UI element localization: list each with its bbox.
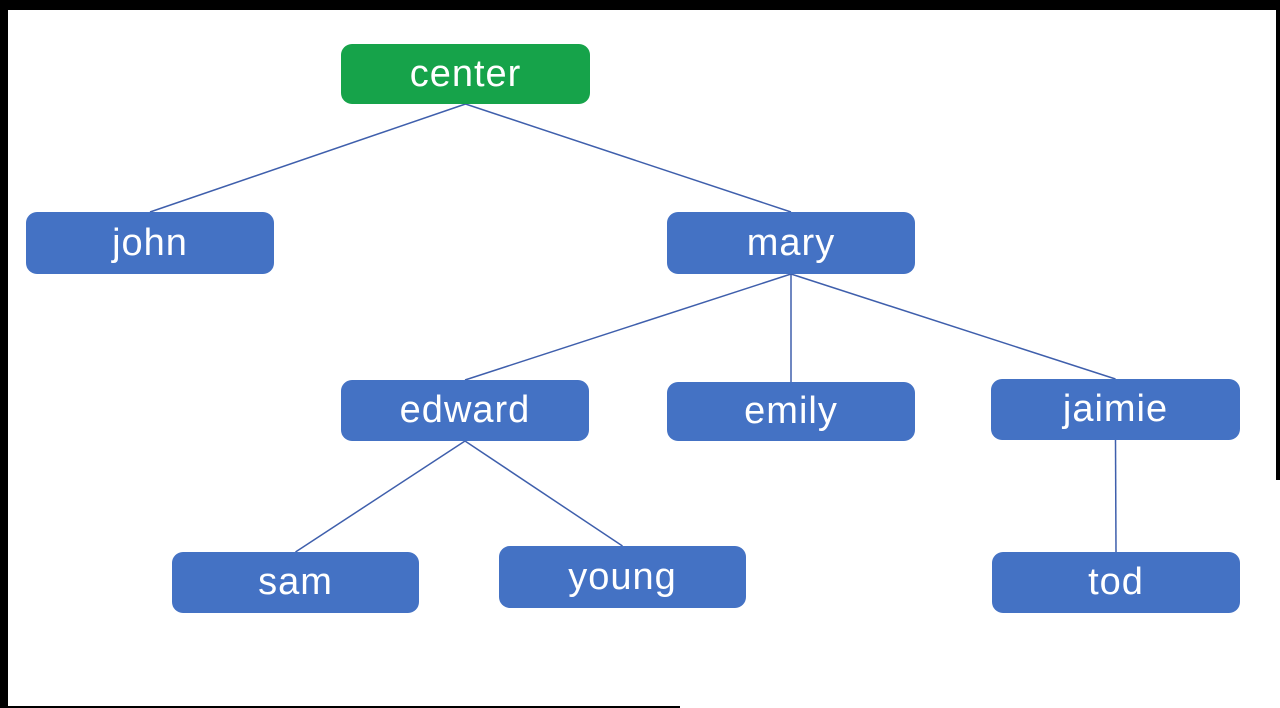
frame-left — [0, 0, 8, 708]
edge-mary-jaimie — [790, 273, 1116, 380]
tree-node-edward: edward — [341, 380, 589, 441]
edge-edward-young — [464, 440, 623, 547]
tree-node-sam: sam — [172, 552, 419, 613]
tree-node-young: young — [499, 546, 746, 608]
frame-bottom — [0, 706, 680, 708]
tree-node-mary: mary — [667, 212, 915, 274]
edge-jaimie-tod — [1114, 439, 1117, 553]
tree-node-john: john — [26, 212, 274, 274]
tree-node-emily: emily — [667, 382, 915, 441]
edge-center-john — [149, 103, 466, 213]
edge-mary-edward — [464, 273, 792, 381]
frame-top — [0, 0, 1280, 10]
tree-node-center: center — [341, 44, 590, 104]
tree-node-jaimie: jaimie — [991, 379, 1240, 440]
edge-center-mary — [465, 103, 792, 213]
tree-node-tod: tod — [992, 552, 1240, 613]
edge-edward-sam — [295, 440, 466, 553]
frame-right — [1276, 0, 1280, 480]
